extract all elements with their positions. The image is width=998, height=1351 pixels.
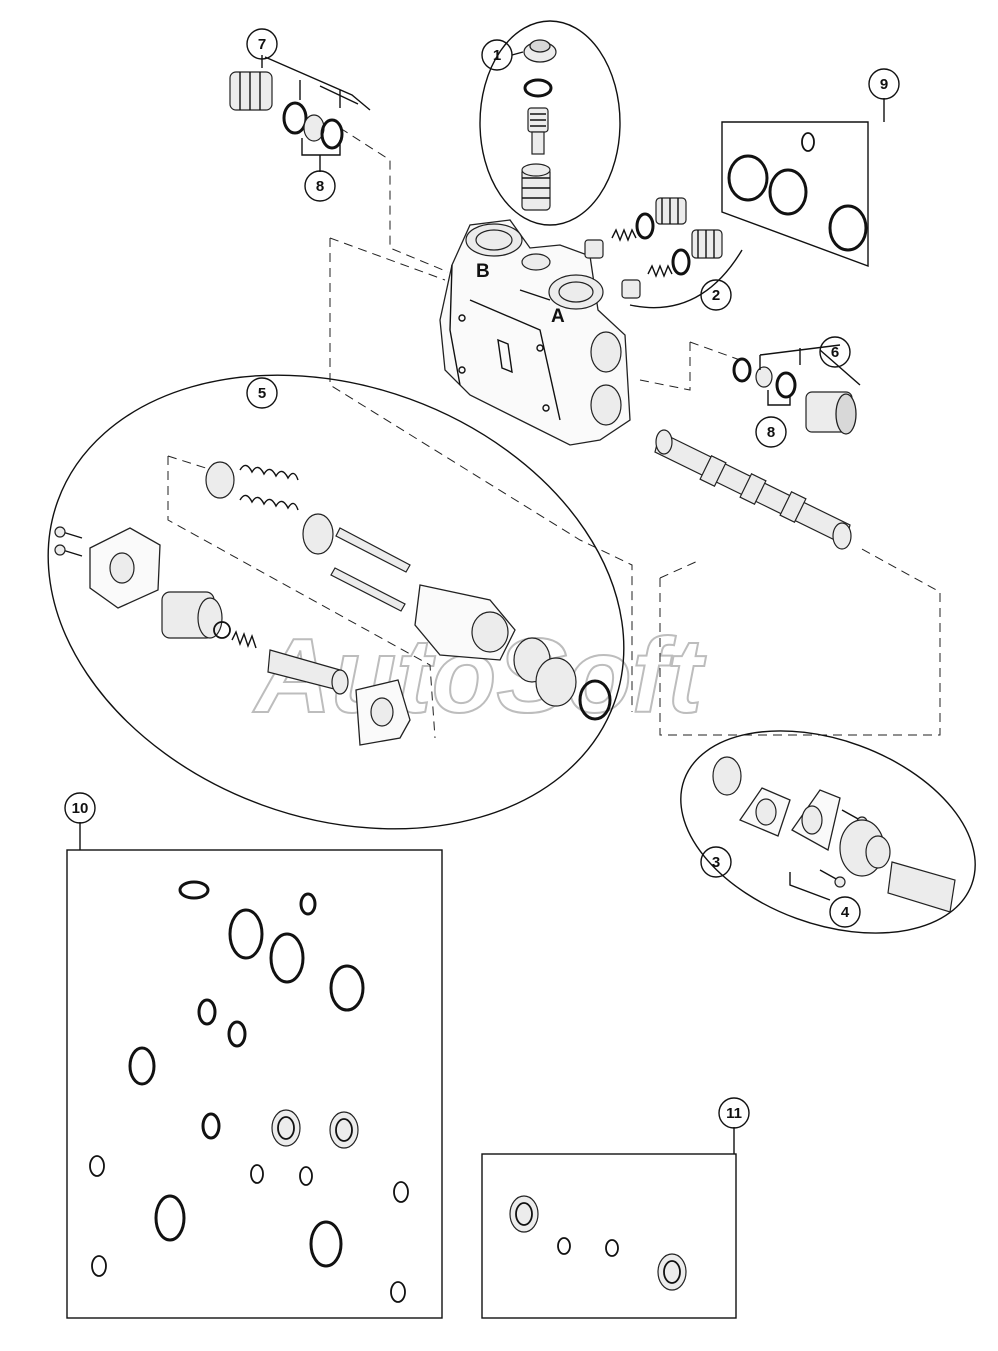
- svg-text:4: 4: [841, 904, 850, 921]
- svg-text:10: 10: [72, 800, 89, 817]
- callout-8-lower: 8: [755, 416, 787, 448]
- spool: [654, 429, 852, 550]
- port-b-label: B: [476, 261, 490, 282]
- seal-kit-10: [66, 822, 443, 1319]
- callout-10: 10: [64, 792, 96, 824]
- svg-text:8: 8: [316, 178, 324, 195]
- svg-text:9: 9: [880, 76, 888, 93]
- callout-2: 2: [700, 279, 732, 311]
- svg-text:1: 1: [493, 47, 501, 64]
- lever-kit-group: [680, 730, 976, 934]
- svg-text:7: 7: [258, 36, 266, 53]
- callout-9: 9: [868, 68, 900, 100]
- svg-text:2: 2: [712, 287, 720, 304]
- check-valve-group: [584, 197, 743, 309]
- relief-valve-group: [479, 20, 621, 226]
- group-5-outline: [47, 374, 625, 830]
- callout-8-upper: 8: [304, 170, 336, 202]
- port-a-label: A: [551, 306, 565, 327]
- callout-4: 4: [829, 896, 861, 928]
- svg-text:6: 6: [831, 344, 839, 361]
- callout-5: 5: [246, 377, 278, 409]
- callout-7: 7: [246, 28, 278, 60]
- callout-3: 3: [700, 846, 732, 878]
- svg-text:11: 11: [726, 1105, 742, 1122]
- assembly-guide-lines: [167, 127, 941, 739]
- spring-centering-group: [47, 374, 625, 830]
- valve-body: B A: [439, 219, 631, 446]
- callout-1: 1: [481, 39, 524, 71]
- callout-11: 11: [718, 1097, 750, 1129]
- group-3-outline: [680, 730, 976, 934]
- seal-kit-9: [721, 98, 885, 268]
- group-1-outline: [479, 20, 621, 226]
- callout-6: 6: [819, 336, 851, 368]
- svg-text:3: 3: [712, 854, 720, 871]
- svg-text:5: 5: [258, 385, 266, 402]
- plug-7-group: [229, 55, 371, 172]
- seal-kit-11: [481, 1127, 737, 1319]
- plug-6-group: [732, 344, 861, 435]
- svg-text:8: 8: [767, 424, 775, 441]
